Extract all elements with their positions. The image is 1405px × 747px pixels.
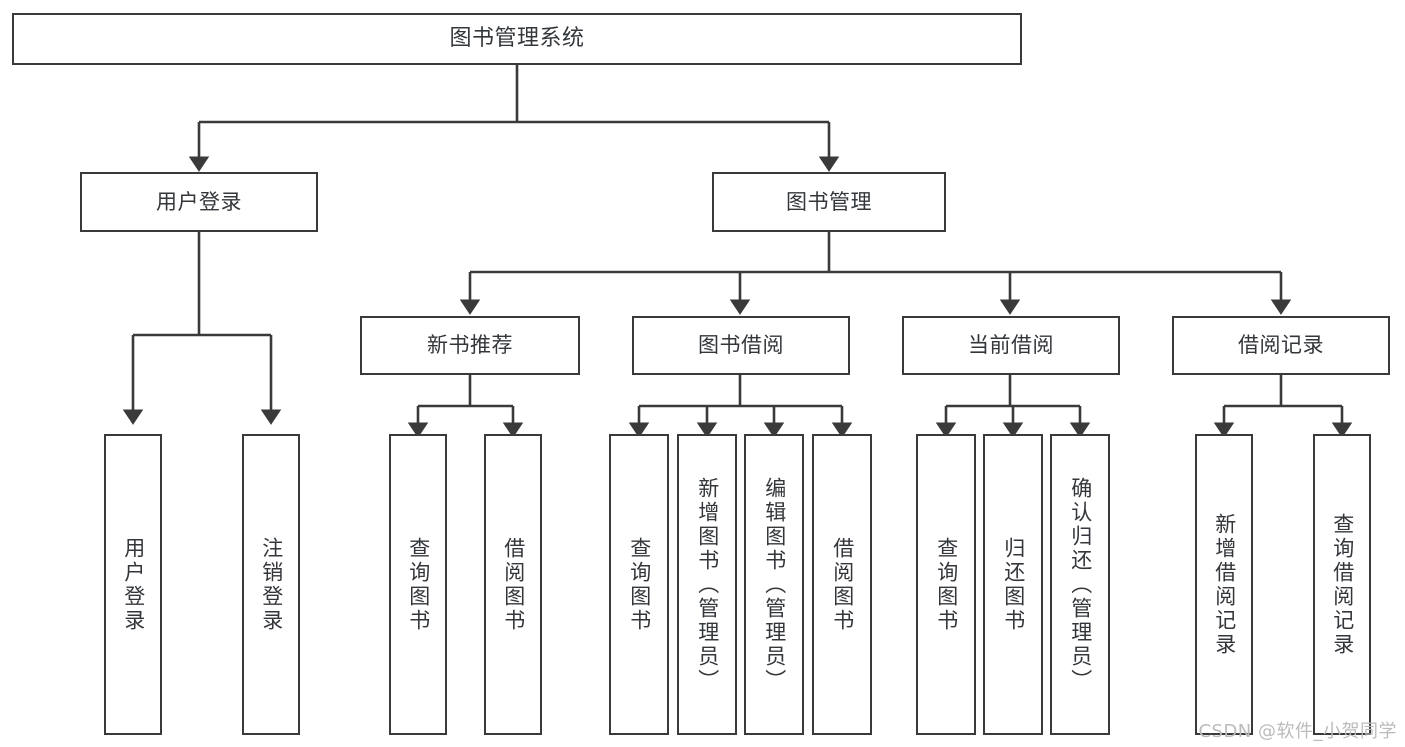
leaf-return-book-label: 归还图书	[1001, 536, 1026, 633]
leaf-query-book-2-label: 查询图书	[627, 536, 652, 633]
node-new-book-rec-label: 新书推荐	[427, 333, 513, 358]
node-borrow-record[interactable]: 借阅记录	[1172, 316, 1390, 375]
leaf-add-record[interactable]: 新增借阅记录	[1195, 434, 1253, 735]
leaf-borrow-book-1[interactable]: 借阅图书	[484, 434, 542, 735]
leaf-confirm-return-label: 确认归还（管理员）	[1068, 476, 1093, 693]
leaf-edit-book[interactable]: 编辑图书（管理员）	[744, 434, 804, 735]
node-book-manage[interactable]: 图书管理	[712, 172, 946, 232]
leaf-query-book-1[interactable]: 查询图书	[389, 434, 447, 735]
leaf-query-book-1-label: 查询图书	[406, 536, 431, 633]
node-user-login-label: 用户登录	[156, 189, 242, 214]
leaf-query-book-3-label: 查询图书	[934, 536, 959, 633]
leaf-add-book[interactable]: 新增图书（管理员）	[677, 434, 737, 735]
leaf-add-record-label: 新增借阅记录	[1212, 512, 1237, 657]
leaf-edit-book-label: 编辑图书（管理员）	[762, 476, 787, 693]
node-root-label: 图书管理系统	[449, 26, 585, 52]
node-new-book-rec[interactable]: 新书推荐	[360, 316, 580, 375]
node-current-borrow[interactable]: 当前借阅	[902, 316, 1120, 375]
node-root[interactable]: 图书管理系统	[12, 13, 1022, 65]
leaf-confirm-return[interactable]: 确认归还（管理员）	[1050, 434, 1110, 735]
leaf-user-login-label: 用户登录	[121, 536, 146, 633]
node-user-login[interactable]: 用户登录	[80, 172, 318, 232]
leaf-logout[interactable]: 注销登录	[242, 434, 300, 735]
node-book-manage-label: 图书管理	[786, 189, 872, 214]
leaf-return-book[interactable]: 归还图书	[983, 434, 1043, 735]
node-current-borrow-label: 当前借阅	[968, 333, 1054, 358]
leaf-borrow-book-1-label: 借阅图书	[501, 536, 526, 633]
leaf-logout-label: 注销登录	[259, 536, 284, 633]
leaf-query-record-label: 查询借阅记录	[1330, 512, 1355, 657]
leaf-borrow-book-2[interactable]: 借阅图书	[812, 434, 872, 735]
leaf-add-book-label: 新增图书（管理员）	[695, 476, 720, 693]
leaf-user-login[interactable]: 用户登录	[104, 434, 162, 735]
node-book-borrow[interactable]: 图书借阅	[632, 316, 850, 375]
leaf-borrow-book-2-label: 借阅图书	[830, 536, 855, 633]
leaf-query-book-2[interactable]: 查询图书	[609, 434, 669, 735]
node-borrow-record-label: 借阅记录	[1238, 333, 1324, 358]
leaf-query-record[interactable]: 查询借阅记录	[1313, 434, 1371, 735]
node-book-borrow-label: 图书借阅	[698, 333, 784, 358]
leaf-query-book-3[interactable]: 查询图书	[916, 434, 976, 735]
